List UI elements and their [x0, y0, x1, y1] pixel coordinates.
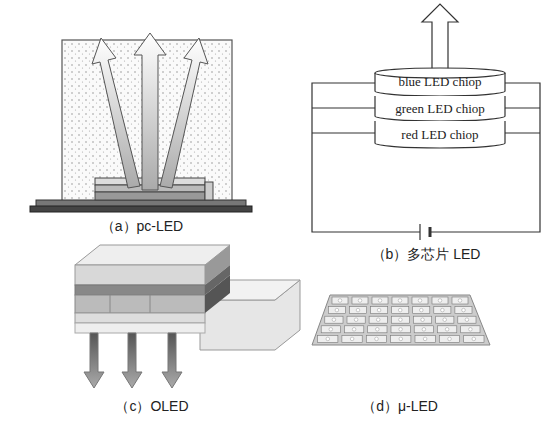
led-chip-layer: green LED chiop: [375, 96, 505, 121]
pc-led: [30, 33, 252, 212]
led-chip-layer: red LED chiop: [375, 121, 505, 148]
chip-label: blue LED chiop: [398, 74, 481, 90]
light-arrow: [422, 4, 458, 72]
panel-caption: （c）OLED: [115, 398, 188, 416]
chip-label: green LED chiop: [395, 101, 485, 117]
chip-label: red LED chiop: [401, 127, 478, 143]
panel-caption: （a）pc-LED: [101, 218, 183, 236]
oled: [75, 245, 300, 388]
micro-led-array: [312, 295, 490, 345]
panel-caption: （d）μ-LED: [362, 398, 438, 416]
panel-caption: （b）多芯片 LED: [372, 246, 481, 264]
led-chip-layer: blue LED chiop: [375, 68, 505, 96]
circuit: [312, 83, 540, 240]
